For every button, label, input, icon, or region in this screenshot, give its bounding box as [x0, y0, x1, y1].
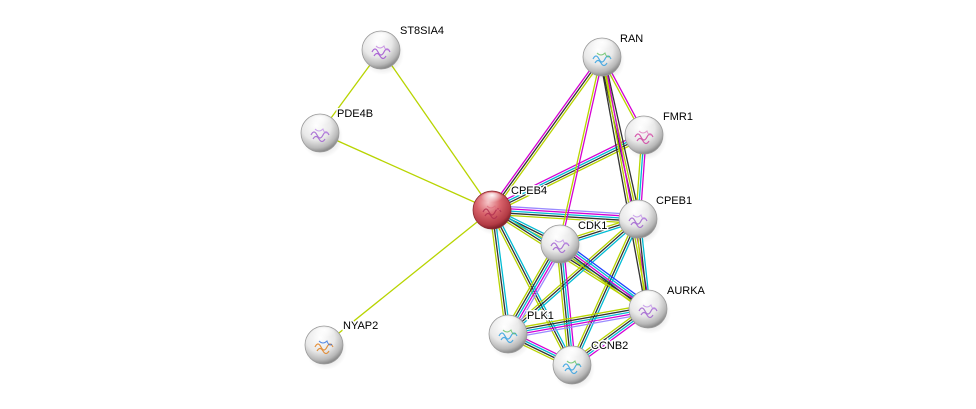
edge-cpeb1-plk1[interactable] — [506, 216, 640, 337]
node-label: CPEB1 — [656, 195, 692, 207]
node-label: PDE4B — [337, 108, 373, 120]
node-highlight — [626, 201, 650, 216]
edge-evidence-homology — [492, 204, 639, 216]
edge-evidence-experimental — [560, 57, 604, 245]
protein-structure-icon — [628, 217, 648, 229]
edge-cpeb4-nyap2[interactable] — [323, 209, 493, 346]
protein-structure-icon — [310, 131, 330, 143]
protein-structure-icon — [592, 55, 612, 67]
protein-structure-icon — [638, 307, 658, 319]
protein-structure-icon — [482, 208, 502, 220]
edge-evidence-experimental — [489, 55, 601, 210]
edge-evidence-textmining — [507, 304, 648, 331]
edge-ran-aurka[interactable] — [599, 56, 651, 310]
node-label-halo: CPEB1 — [656, 195, 692, 207]
protein-structure-icon — [498, 332, 518, 344]
node-label: FMR1 — [663, 111, 693, 123]
edge-evidence-coexpression — [491, 56, 603, 211]
edge-evidence-coexpression — [571, 218, 639, 366]
edge-evidence-coexpression — [599, 57, 647, 310]
edge-evidence-coexpression — [603, 56, 641, 219]
node-label-halo: ST8SIA4 — [400, 25, 444, 37]
node-label-halo: FMR1 — [663, 111, 693, 123]
node-label: CCNB2 — [591, 340, 628, 352]
edge-evidence-homology — [508, 312, 649, 339]
node-highlight — [636, 291, 660, 306]
edge-cpeb4-pde4b[interactable] — [319, 132, 493, 211]
node-label-halo: PDE4B — [337, 108, 373, 120]
node-highlight — [369, 32, 393, 47]
node-highlight — [308, 115, 332, 130]
edge-evidence-experimental — [603, 56, 651, 309]
node-label-halo: CDK1 — [578, 220, 607, 232]
protein-structure-icon — [634, 133, 654, 145]
node-label: PLK1 — [527, 310, 554, 322]
edge-evidence-coexpression — [507, 306, 648, 333]
edge-evidence-textmining — [601, 56, 639, 220]
edge-evidence-experimental — [490, 131, 643, 208]
node-highlight — [312, 327, 336, 342]
edge-evidence-known-curated — [493, 208, 575, 365]
node-highlight — [590, 39, 614, 54]
edge-evidence-coexpression — [507, 218, 639, 335]
edge-evidence-known-curated — [509, 220, 640, 337]
node-label-halo: AURKA — [667, 285, 706, 297]
edge-cpeb4-st8sia4[interactable] — [380, 49, 493, 211]
node-label: ST8SIA4 — [400, 25, 444, 37]
edge-evidence-textmining — [489, 210, 571, 367]
edge-evidence-textmining — [506, 216, 637, 333]
edge-evidence-experimental — [492, 207, 639, 218]
node-label-halo: NYAP2 — [343, 320, 378, 332]
node-label-halo: CCNB2 — [591, 340, 628, 352]
protein-structure-icon — [314, 343, 334, 355]
edge-ran-cpeb1[interactable] — [599, 56, 641, 220]
edge-evidence-known-curated — [573, 219, 641, 367]
edge-evidence-textmining — [323, 209, 493, 346]
edge-cpeb1-ccnb2[interactable] — [569, 217, 641, 367]
edge-ran-cdk1[interactable] — [558, 56, 604, 245]
edge-evidence-coexpression — [599, 57, 637, 220]
node-label: RAN — [620, 33, 643, 45]
edge-evidence-textmining — [380, 49, 493, 211]
edge-evidence-textmining — [493, 57, 605, 212]
edge-aurka-plk1[interactable] — [507, 304, 649, 339]
edge-cpeb4-ran[interactable] — [489, 55, 605, 212]
protein-structure-icon — [371, 48, 391, 60]
node-label-halo: RAN — [620, 33, 643, 45]
node-label: AURKA — [667, 285, 706, 297]
protein-structure-icon — [550, 242, 570, 254]
node-label-halo: CPEB4 — [511, 185, 547, 197]
edge-evidence-textmining — [558, 56, 602, 244]
edge-evidence-textmining — [601, 56, 649, 310]
node-highlight — [496, 316, 520, 331]
edge-evidence-experimental — [508, 310, 649, 337]
node-highlight — [548, 226, 572, 241]
node-label: CDK1 — [578, 220, 607, 232]
node-label-halo: PLK1 — [527, 310, 554, 322]
node-label: NYAP2 — [343, 320, 378, 332]
protein-structure-icon — [562, 363, 582, 375]
edge-evidence-known-curated — [507, 308, 649, 335]
node-label: CPEB4 — [511, 185, 547, 197]
node-highlight — [480, 192, 504, 207]
node-highlight — [632, 117, 656, 132]
edge-evidence-textmining — [319, 132, 493, 211]
node-highlight — [560, 347, 584, 362]
edge-evidence-textmining — [569, 217, 637, 365]
